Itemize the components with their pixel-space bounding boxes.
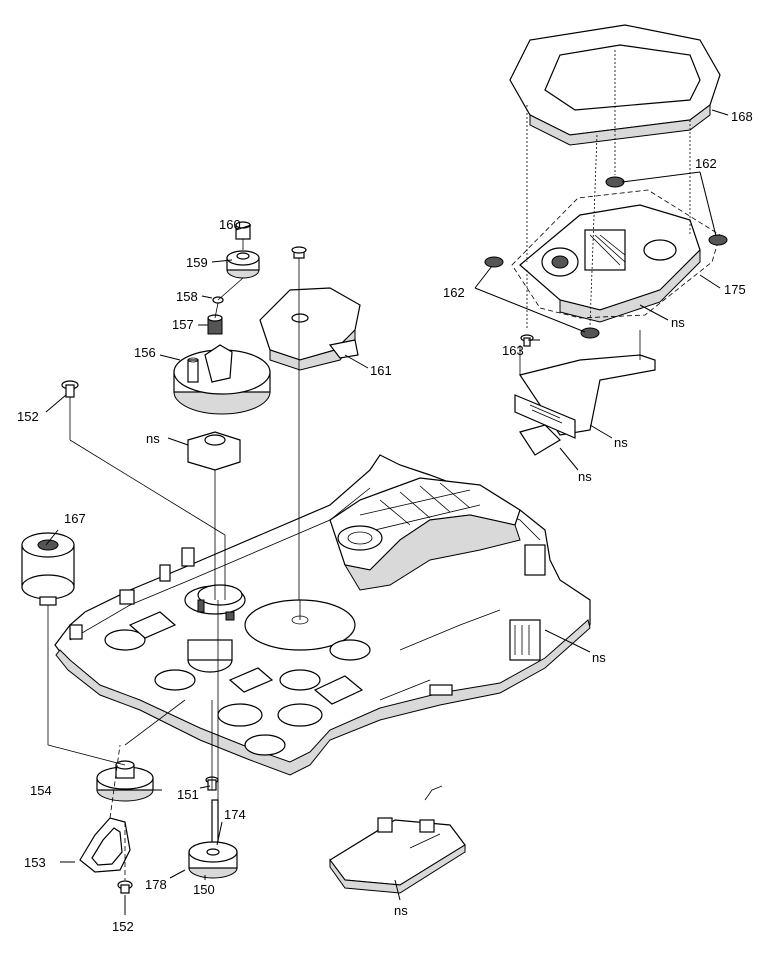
gear-assembly [61, 221, 361, 471]
callout-162-left: 162 [443, 285, 465, 300]
callout-178: 178 [145, 877, 167, 892]
callout-161: 161 [370, 363, 392, 378]
callout-ns-chassis: ns [592, 650, 606, 665]
callout-157: 157 [172, 317, 194, 332]
callout-152-top: 152 [17, 409, 39, 424]
callout-ns-flex: ns [614, 435, 628, 450]
callout-ns-connector: ns [578, 469, 592, 484]
callout-167: 167 [64, 511, 86, 526]
callout-160: 160 [219, 217, 241, 232]
pulley-group [79, 760, 238, 894]
callout-151: 151 [177, 787, 199, 802]
callout-150: 150 [193, 882, 215, 897]
callout-175: 175 [724, 282, 746, 297]
callout-168: 168 [731, 109, 753, 124]
pickup-assembly [484, 24, 728, 456]
callout-ns-board: ns [394, 903, 408, 918]
callout-174: 174 [224, 807, 246, 822]
callout-163: 163 [502, 343, 524, 358]
callout-153: 153 [24, 855, 46, 870]
callout-159: 159 [186, 255, 208, 270]
motor-167 [21, 532, 75, 606]
callout-162-top: 162 [695, 156, 717, 171]
callout-ns-pickup: ns [671, 315, 685, 330]
callout-156: 156 [134, 345, 156, 360]
callout-154: 154 [30, 783, 52, 798]
leader-lines [45, 109, 729, 915]
alignment-lines [47, 50, 691, 880]
callout-152-bottom: 152 [112, 919, 134, 934]
main-chassis [54, 454, 591, 776]
circuit-board [329, 785, 466, 894]
callout-ns-gear: ns [146, 431, 160, 446]
callout-158: 158 [176, 289, 198, 304]
